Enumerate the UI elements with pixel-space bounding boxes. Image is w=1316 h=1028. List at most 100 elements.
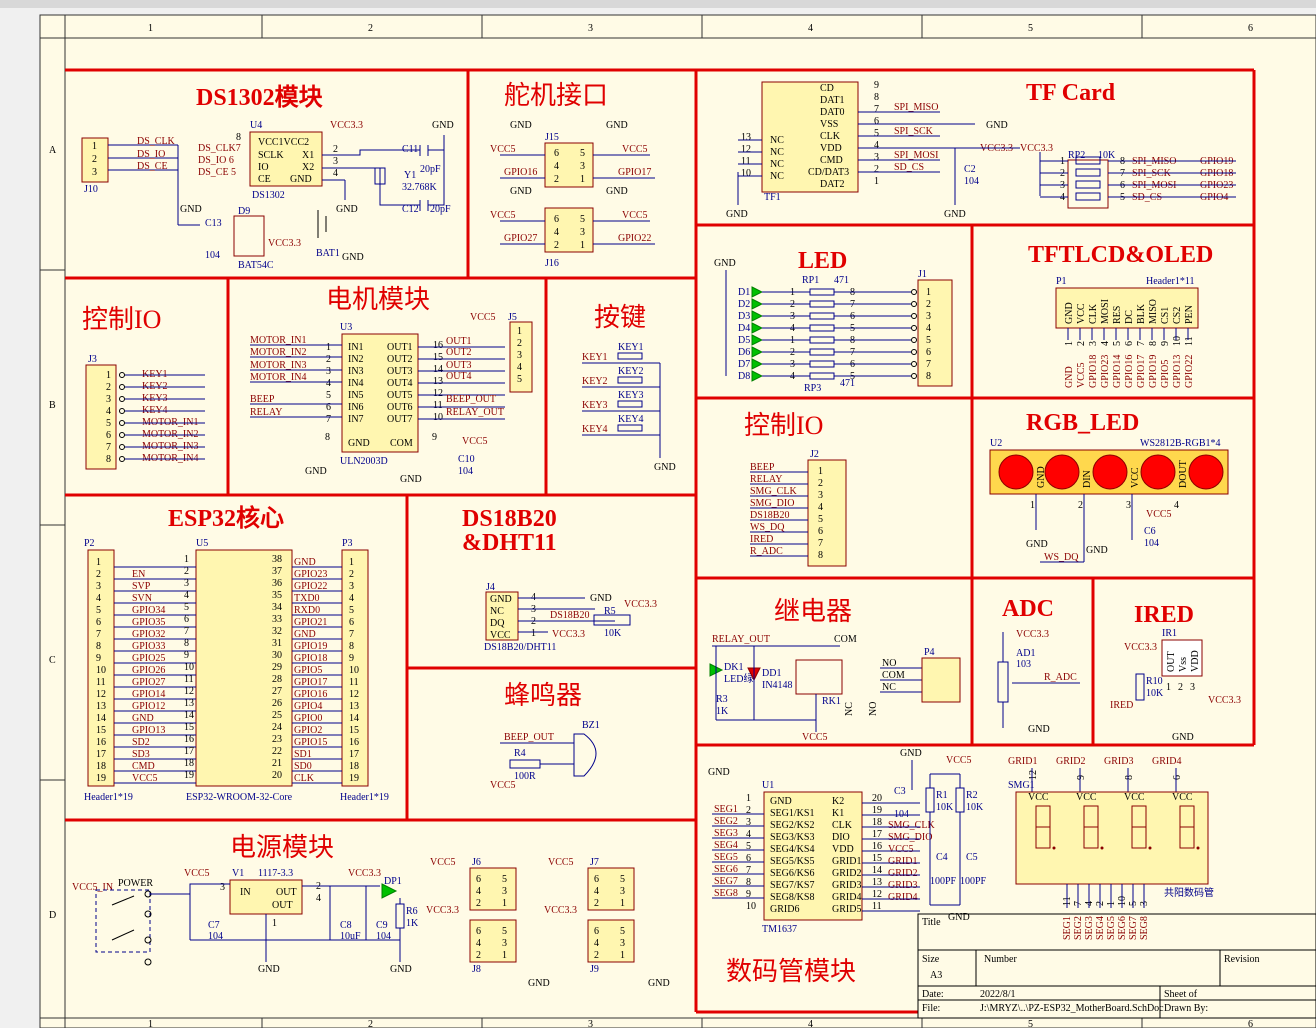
pin-num: 9 [1160, 341, 1171, 346]
u1-net: GRID1 [888, 856, 917, 867]
p2-pin: 16 [96, 737, 106, 748]
j15-ref: J15 [545, 132, 559, 143]
u5-pin-num: 12 [184, 686, 194, 697]
led-ref: D6 [738, 347, 750, 358]
p2-pin: 13 [96, 701, 106, 712]
u3-pin: OUT6 [387, 402, 413, 413]
com-label: COM [834, 634, 857, 645]
r6-ref: R6 [406, 906, 418, 917]
col-label: 1 [148, 1019, 153, 1028]
esp-net: SVP [132, 581, 151, 592]
ad1-ref: AD1 [1016, 648, 1035, 659]
pin-num: 11 [1184, 336, 1195, 346]
net-label: DS18B20 [750, 510, 789, 521]
rgb-pin: DOUT [1178, 460, 1189, 488]
u5-pin-num: 27 [272, 686, 282, 697]
key-net: KEY4 [582, 424, 608, 435]
u1-ref: U1 [762, 780, 774, 791]
p3-pin: 7 [349, 629, 354, 640]
p4-net: NC [882, 682, 896, 693]
header-pin: 3 [502, 938, 507, 949]
c13-ref: C13 [205, 218, 222, 229]
tft-net: GPIO5 [1160, 360, 1171, 388]
c3-value: 104 [894, 809, 909, 820]
pin-num: 6 [746, 853, 751, 864]
c5-ref: C5 [966, 852, 978, 863]
title-tft: TFTLCD&OLED [1028, 242, 1213, 268]
u1-net: GRID2 [888, 868, 917, 879]
key-ref: KEY3 [618, 390, 644, 401]
c4-value: 100PF [930, 876, 957, 887]
p3-header: Header1*19 [340, 792, 389, 803]
j1-pin: 5 [926, 335, 931, 346]
key-switch [617, 424, 643, 432]
pin-ring [119, 396, 125, 402]
u1-pin: SEG3/KS3 [770, 832, 814, 843]
j1-pin: 7 [926, 359, 931, 370]
j5-pin: 1 [517, 326, 522, 337]
title-ired: IRED [1134, 602, 1194, 628]
u4-inner: IO [258, 162, 269, 173]
gnd-label: GND [900, 748, 922, 759]
rk1-ref: RK1 [822, 696, 841, 707]
tft-net: GPIO14 [1112, 355, 1123, 388]
header-pin: 4 [476, 938, 481, 949]
row-label: A [49, 145, 57, 156]
adc-module: VCC3.3 AD1 103 R_ADC GND [997, 629, 1080, 735]
net-label: MOTOR_IN2 [250, 347, 306, 358]
esp-net: GPIO4 [294, 701, 322, 712]
u3-pin: IN4 [348, 378, 364, 389]
header-box [469, 867, 517, 911]
d9-part: BAT54C [238, 260, 274, 271]
rp3-ref: RP3 [804, 383, 821, 394]
pin: 2 [554, 174, 559, 185]
gpio-net: GPIO22 [618, 233, 651, 244]
v1-ref: V1 [232, 868, 244, 879]
seg-net: SEG1 [714, 804, 738, 815]
pin-num: 10 [433, 412, 443, 423]
pin-num: 4 [1100, 341, 1111, 346]
seg-net: SEG4 [1095, 916, 1106, 940]
header-pin: 1 [620, 950, 625, 961]
u1-pin: GRID1 [832, 856, 861, 867]
vcc-label: VCC5 [430, 857, 456, 868]
pin-num: 8 [874, 92, 879, 103]
j2-pin: 5 [818, 514, 823, 525]
pin-num: 12 [1028, 770, 1039, 780]
u1-pin: GRID3 [832, 880, 861, 891]
u4-inner: X1 [302, 150, 314, 161]
j2-pin: 7 [818, 538, 823, 549]
title-dht11: &DHT11 [462, 530, 557, 556]
p2-header: Header1*19 [84, 792, 133, 803]
esp-net: GPIO5 [294, 665, 322, 676]
p2-pin: 2 [96, 569, 101, 580]
pin-num: 18 [872, 817, 882, 828]
seg-net: SEG8 [714, 888, 738, 899]
pin-num: 20 [872, 793, 882, 804]
pin-num: 2 [333, 144, 338, 155]
u4-inner: SCLK [258, 150, 284, 161]
u5-pin-num: 21 [272, 758, 282, 769]
r6-value: 1K [406, 918, 419, 929]
p3-pin: 17 [349, 749, 359, 760]
tft-pin: GND [1064, 302, 1075, 324]
gnd-label: GND [1172, 732, 1194, 743]
pin-num: 7 [874, 104, 879, 115]
gnd-label: GND [986, 120, 1008, 131]
vcc-label: VCC3.3 [1016, 629, 1049, 640]
gnd-label: GND [305, 466, 327, 477]
seg-net: SEG5 [714, 852, 738, 863]
u5-pin-num: 13 [184, 698, 194, 709]
u1-net: GRID4 [888, 892, 917, 903]
j5-pin: 3 [517, 350, 522, 361]
gnd-label: GND [606, 186, 628, 197]
title-motor: 电机模块 [326, 285, 430, 314]
esp-net: GND [294, 629, 316, 640]
j16-ref: J16 [545, 258, 559, 269]
pin-ring [119, 420, 125, 426]
esp-net: SVN [132, 593, 152, 604]
header-pin: 4 [594, 886, 599, 897]
p3-pin: 4 [349, 593, 354, 604]
p3-pin: 6 [349, 617, 354, 628]
